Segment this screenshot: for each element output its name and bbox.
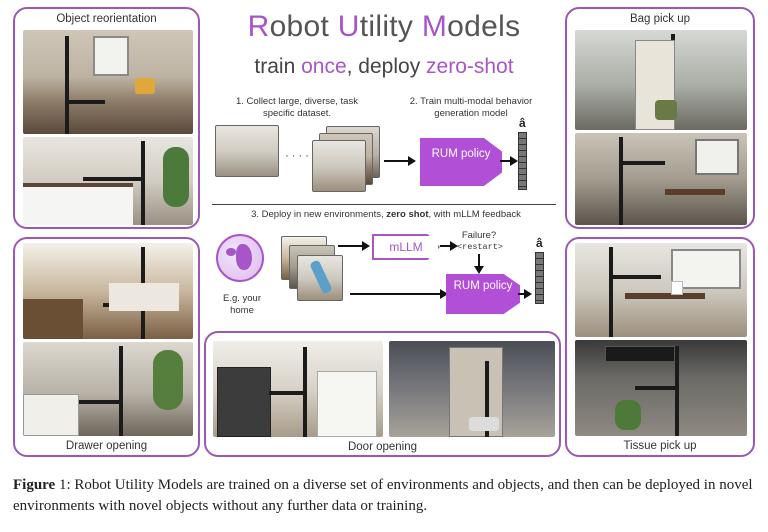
figure-title: Robot Utility Models: [247, 10, 521, 43]
arrow-to-mllm: [338, 245, 364, 247]
action-hat-top: â: [519, 116, 526, 130]
section-divider: [212, 204, 556, 205]
arrow-head: [408, 156, 416, 166]
photo-hallway: [575, 30, 747, 130]
action-vector-top: [518, 132, 527, 190]
restart-token: <restart>: [457, 242, 503, 252]
panel-label: Tissue pick up: [623, 440, 697, 452]
arrow-head: [510, 156, 518, 166]
panel-door-opening: Door opening: [204, 331, 561, 457]
step-3-label: 3. Deploy in new environments, zero shot…: [251, 209, 521, 220]
ellipsis: · · · ·: [285, 150, 309, 162]
arrow-head: [524, 289, 532, 299]
photo-living-room: [23, 30, 193, 134]
globe-icon: [216, 234, 264, 282]
home-label: E.g. your home: [222, 293, 262, 316]
arrow-head: [474, 266, 484, 274]
arrow-to-failure: [440, 245, 452, 247]
arrow-to-action-bottom: [518, 293, 526, 295]
deploy-stack-front: [297, 255, 343, 301]
mllm-block: mLLM: [372, 234, 440, 260]
panel-label: Object reorientation: [56, 13, 157, 25]
step-1-label: 1. Collect large, diverse, task specific…: [236, 96, 358, 119]
photo-table-window: [575, 243, 747, 337]
arrow-to-policy-bottom: [350, 293, 442, 295]
action-hat-bottom: â: [536, 236, 543, 250]
arrow-restart-down: [478, 254, 480, 268]
photo-bathroom-door: [389, 341, 555, 437]
rum-policy-block-top: RUM policy: [420, 138, 502, 186]
panel-label: Door opening: [347, 441, 418, 453]
photo-bedroom: [23, 243, 193, 339]
photo-living-tv: [575, 340, 747, 436]
arrow-head: [450, 241, 458, 251]
panel-bag-pick-up: Bag pick up: [565, 7, 755, 229]
photo-drawer-room: [23, 342, 193, 436]
arrow-head: [440, 289, 448, 299]
panel-label: Drawer opening: [65, 440, 148, 452]
photo-dining-room: [575, 133, 747, 225]
figure-subtitle: train once, deploy zero-shot: [254, 55, 514, 78]
dataset-image: [215, 125, 279, 177]
arrow-to-action: [500, 160, 512, 162]
arrow-head: [362, 241, 370, 251]
arrow-to-policy: [384, 160, 410, 162]
dataset-stack-front: [312, 140, 366, 192]
action-vector-bottom: [535, 252, 544, 304]
figure-caption: Figure 1: Robot Utility Models are train…: [13, 477, 753, 514]
photo-kitchen-stove: [213, 341, 383, 437]
photo-kitchen-counter: [23, 137, 193, 225]
panel-object-reorientation: Object reorientation: [13, 7, 200, 229]
panel-drawer-opening: Drawer opening: [13, 237, 200, 457]
panel-tissue-pick-up: Tissue pick up: [565, 237, 755, 457]
step-2-label: 2. Train multi-modal behavior generation…: [409, 96, 533, 119]
failure-label: Failure?: [461, 230, 497, 241]
panel-label: Bag pick up: [629, 13, 691, 25]
rum-policy-block-bottom: RUM policy: [446, 274, 520, 314]
